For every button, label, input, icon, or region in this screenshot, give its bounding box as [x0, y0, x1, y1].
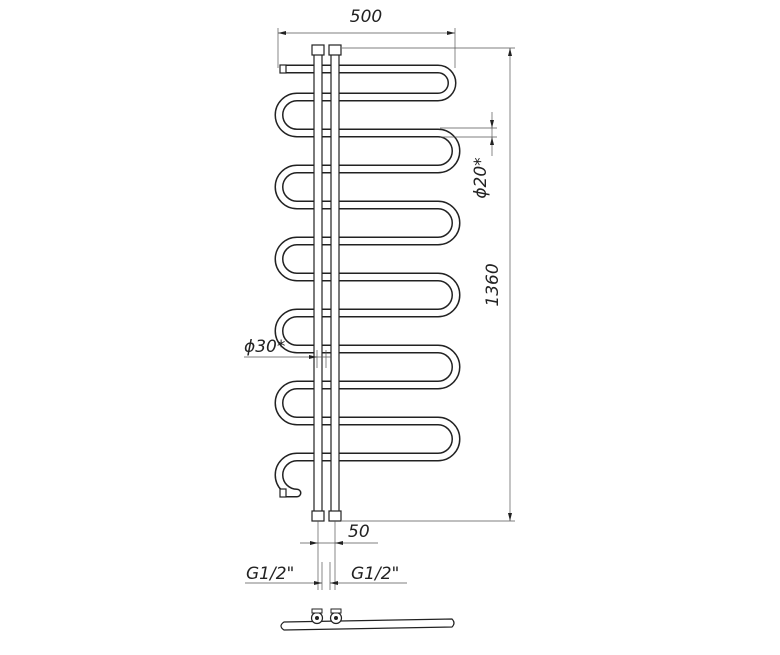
- coil-end-bottom: [279, 488, 287, 498]
- coil-inner: [276, 66, 459, 496]
- collector-right: [330, 52, 340, 514]
- top-view: [280, 608, 455, 631]
- height-label: 1360: [483, 263, 503, 306]
- height-dimension: 1360: [342, 47, 515, 522]
- thread-right-label: G1/2": [351, 564, 399, 584]
- thread-left-label: G1/2": [246, 564, 294, 584]
- coil-end-top: [279, 64, 287, 74]
- width-label: 500: [350, 7, 382, 27]
- collector-diameter-label: ϕ30*: [244, 337, 285, 357]
- tube-diameter-dimension: ϕ20*: [440, 112, 497, 199]
- collector-pipes: [311, 44, 342, 522]
- spacing-label: 50: [348, 522, 370, 542]
- top-view-outline: [280, 618, 455, 631]
- width-dimension: 500: [277, 7, 456, 68]
- collector-left: [313, 52, 323, 514]
- thread-callouts: G1/2" G1/2": [245, 562, 407, 590]
- collector-diameter-dimension: ϕ30*: [244, 337, 331, 368]
- serpentine-coil: [274, 64, 461, 498]
- tube-diameter-label: ϕ20*: [471, 157, 491, 198]
- spacing-dimension: 50: [300, 521, 378, 590]
